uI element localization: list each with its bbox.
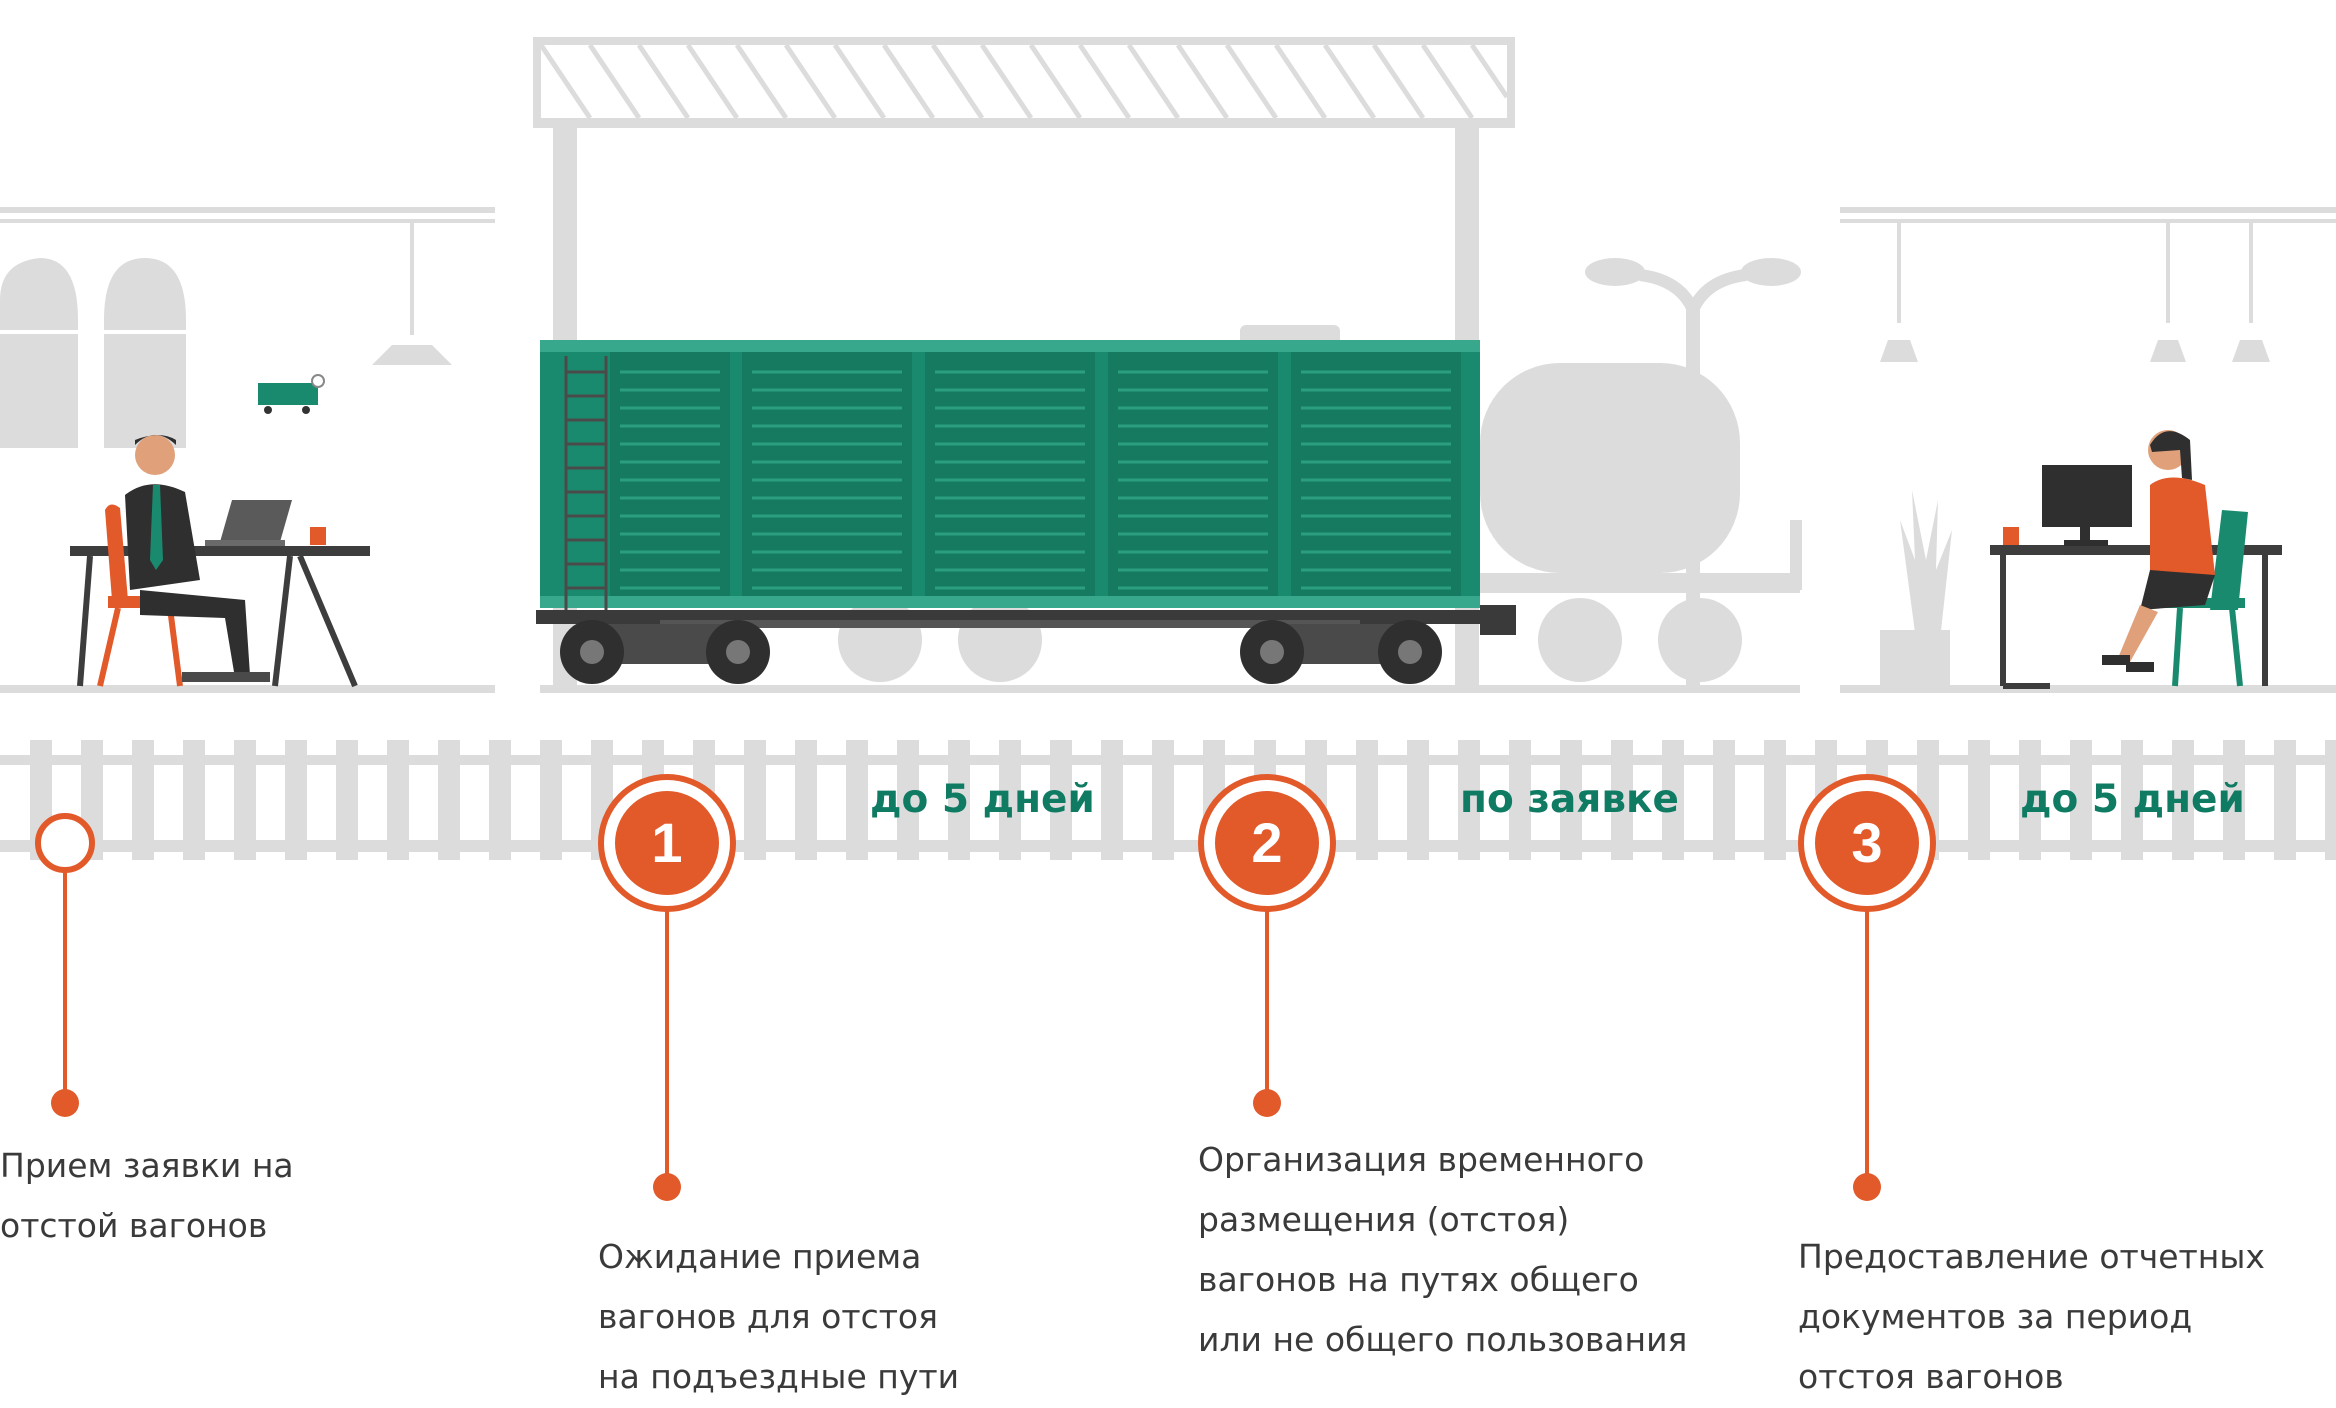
wagon-ladder [564,356,608,610]
left-building [0,207,495,693]
sleeper [336,740,358,860]
step-1-line-3: на подъездные пути [598,1357,960,1396]
duration-label-3: до 5 дней [2020,777,2245,822]
sleeper [846,740,868,860]
duration-label-2: по заявке [1460,777,1679,822]
sleeper [1713,740,1735,860]
step-0-line-2: отстой вагонов [0,1206,268,1245]
sleeper [1101,740,1123,860]
right-building [1840,207,2336,693]
box-wagon [536,340,1516,684]
sleeper [2019,740,2041,860]
step-1-number: 1 [651,811,682,874]
step-1-line-2: вагонов для отстоя [598,1297,938,1336]
step-0-description: Прием заявки на отстой вагонов [0,1136,294,1256]
step-1-line-1: Ожидание приема [598,1237,922,1276]
sleeper [2172,740,2194,860]
step-2-line-3: вагонов на путях общего [1198,1260,1639,1299]
sleeper [1968,740,1990,860]
step-3-line-1: Предоставление отчетных [1798,1237,2265,1276]
sleeper [1407,740,1429,860]
step-3-line-3: отстоя вагонов [1798,1357,2064,1396]
step-2-line-2: размещения (отстоя) [1198,1200,1570,1239]
step-0-line-1: Прием заявки на [0,1146,294,1185]
sleeper [438,740,460,860]
sleeper [1764,740,1786,860]
duration-label-1: до 5 дней [870,777,1095,822]
sleeper [387,740,409,860]
sleeper [795,740,817,860]
sleeper [1509,740,1531,860]
sleeper [897,740,919,860]
sleeper [2325,740,2336,860]
sleeper [1611,740,1633,860]
step-3-line-2: документов за период [1798,1297,2193,1336]
step-3-marker: 3 [1798,774,1936,1201]
sleeper [2274,740,2296,860]
sleeper [1458,740,1480,860]
sleeper [132,740,154,860]
sleeper [1662,740,1684,860]
sleeper [1152,740,1174,860]
step-2-line-1: Организация временного [1198,1140,1645,1179]
sleeper [2121,740,2143,860]
sleeper [999,740,1021,860]
sleeper [744,740,766,860]
sleeper [1560,740,1582,860]
step-1-marker: 1 [598,774,736,1201]
step-0-marker [35,813,95,1117]
sleeper [183,740,205,860]
sleeper [489,740,511,860]
sleeper [540,740,562,860]
sleeper [2223,740,2245,860]
step-2-line-4: или не общего пользования [1198,1320,1688,1359]
sleeper [1356,740,1378,860]
step-2-description: Организация временного размещения (отсто… [1198,1130,1687,1370]
sleeper [1050,740,1072,860]
step-1-description: Ожидание приема вагонов для отстоя на по… [598,1227,959,1407]
woman-at-desk [1990,430,2282,689]
step-3-number: 3 [1851,811,1882,874]
step-3-description: Предоставление отчетных документов за пе… [1798,1227,2265,1407]
sleeper [234,740,256,860]
sleeper [948,740,970,860]
step-2-marker: 2 [1198,774,1336,1117]
step-2-number: 2 [1251,811,1282,874]
man-at-desk [70,374,370,688]
sleeper [2070,740,2092,860]
sleeper [285,740,307,860]
